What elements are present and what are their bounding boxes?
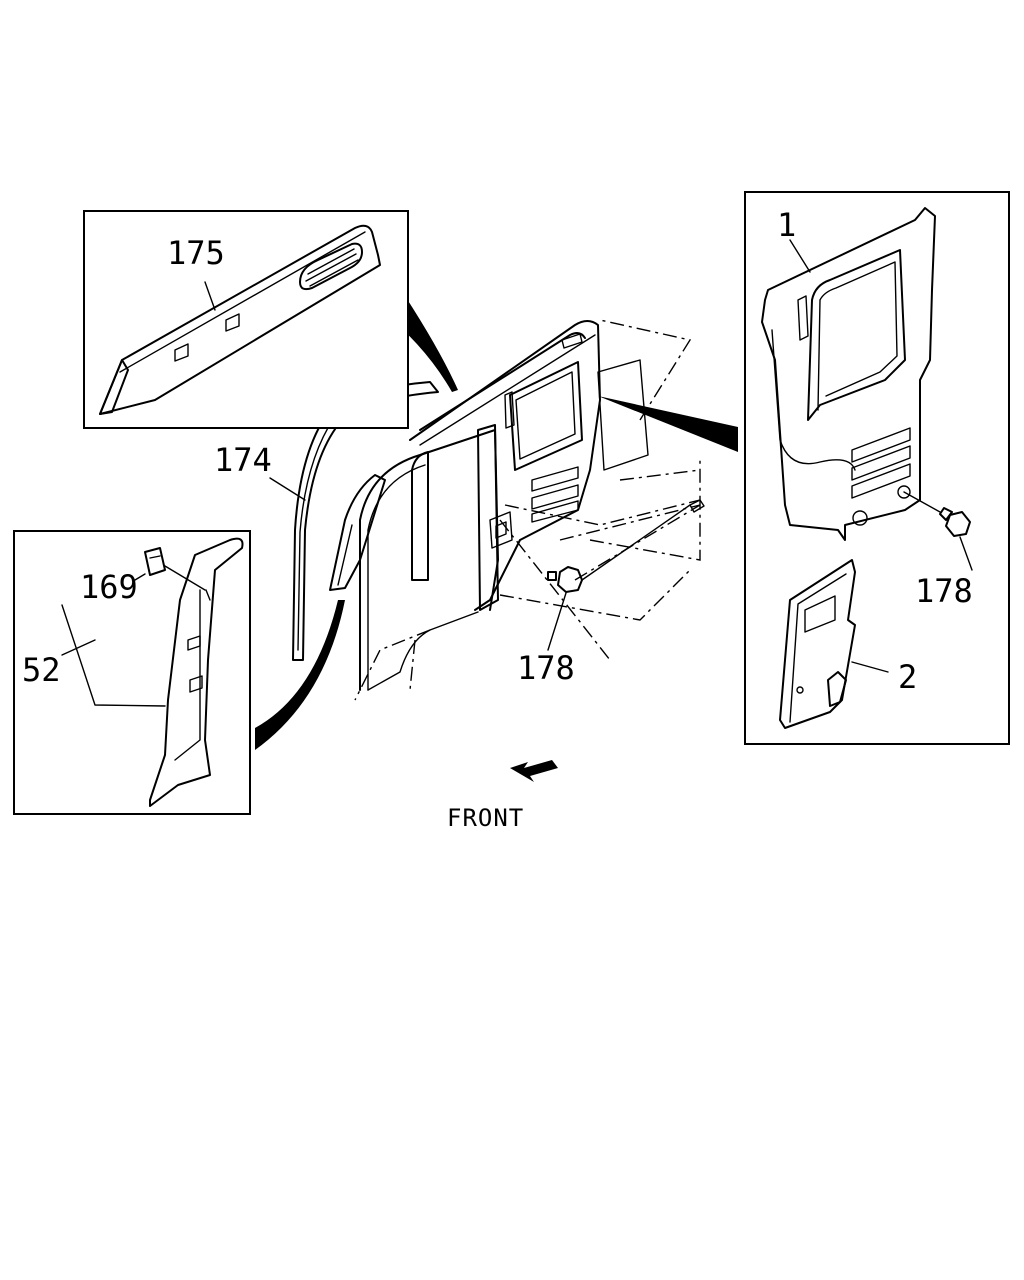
callout-1: 1 <box>777 206 796 244</box>
leader-178-center <box>547 592 567 651</box>
callout-178-center: 178 <box>517 649 575 687</box>
callout-52: 52 <box>22 651 61 689</box>
callout-169: 169 <box>80 568 138 606</box>
pointer-52 <box>255 600 345 750</box>
inset-52: 169 52 <box>13 530 251 815</box>
cab-interior-view <box>292 319 705 701</box>
front-direction-indicator: FRONT <box>447 760 558 832</box>
front-label: FRONT <box>447 804 524 832</box>
inset-rear-panel: 1 178 2 <box>744 191 1010 745</box>
front-arrow-icon <box>510 760 558 782</box>
leader-174 <box>269 477 306 501</box>
callout-178-right: 178 <box>915 572 973 610</box>
inset-175: 175 <box>83 210 409 429</box>
callout-175: 175 <box>167 234 225 272</box>
pointer-1 <box>598 396 738 452</box>
callout-2: 2 <box>898 658 917 696</box>
callout-174: 174 <box>214 441 272 479</box>
